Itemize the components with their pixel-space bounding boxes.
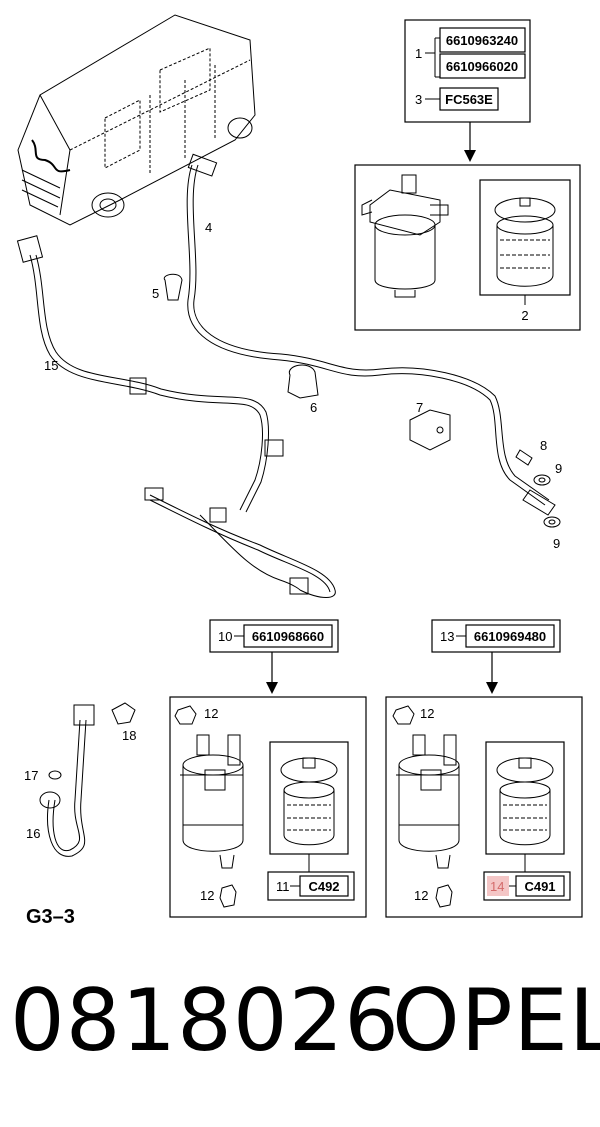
callout-8: 8 <box>540 438 547 453</box>
callout-1: 1 <box>415 46 422 61</box>
callout-5: 5 <box>152 286 159 301</box>
callout-13: 13 <box>440 629 454 644</box>
connector-18 <box>111 702 136 725</box>
filter-element-top <box>494 197 556 287</box>
callout-12-d: 12 <box>414 888 428 903</box>
clip-6 <box>287 364 319 399</box>
callout-12-b: 12 <box>200 888 214 903</box>
callout-11: 11 <box>276 879 290 894</box>
van-illustration <box>17 14 256 226</box>
filter-element-c491 <box>496 757 554 846</box>
part-number-11: C492 <box>308 879 339 894</box>
part-number-1a: 6610963240 <box>446 33 518 48</box>
filter-housing-c491 <box>396 734 460 869</box>
callout-10: 10 <box>218 629 232 644</box>
callout-7: 7 <box>416 400 423 415</box>
figure-id: G3–3 <box>26 906 75 928</box>
parts-diagram: 1 6610963240 6610966020 3 FC563E 2 <box>16 14 583 918</box>
plug-12-top-c492 <box>174 705 197 725</box>
callout-18: 18 <box>122 728 136 743</box>
callout-3: 3 <box>415 92 422 107</box>
callout-14: 14 <box>490 879 504 894</box>
catalog-code: 0818026 <box>10 971 401 1071</box>
bracket-7 <box>409 409 451 451</box>
filter-housing-top <box>361 174 449 298</box>
callout-9-upper: 9 <box>555 461 562 476</box>
part-number-3: FC563E <box>445 92 493 107</box>
callout-12-c: 12 <box>420 706 434 721</box>
filter-housing-c492 <box>180 734 244 869</box>
callout-2: 2 <box>521 308 528 323</box>
callout-9-lower: 9 <box>553 536 560 551</box>
filter-element-box-top <box>479 179 571 296</box>
clip-5 <box>163 273 183 301</box>
plug-12-bottom-c491 <box>435 884 453 908</box>
callout-17: 17 <box>24 768 38 783</box>
washers-9 <box>533 474 561 528</box>
o-ring-17 <box>48 770 62 780</box>
callout-16: 16 <box>26 826 40 841</box>
brand-name: OPEL <box>392 971 600 1071</box>
filter-element-c492 <box>280 757 338 846</box>
highlight-14 <box>487 876 509 896</box>
part-number-13: 6610969480 <box>474 629 546 644</box>
part-number-10: 6610968660 <box>252 629 324 644</box>
callout-4: 4 <box>205 220 212 235</box>
fuel-lines <box>16 153 556 598</box>
plug-12-top-c491 <box>392 705 415 725</box>
plug-12-bottom-c492 <box>219 884 237 908</box>
callout-6: 6 <box>310 400 317 415</box>
bolt-8 <box>515 449 533 466</box>
pipe-assembly-16 <box>39 704 95 857</box>
part-number-14: C491 <box>524 879 555 894</box>
part-number-1b: 6610966020 <box>446 59 518 74</box>
callout-12-a: 12 <box>204 706 218 721</box>
callout-15: 15 <box>44 358 58 373</box>
